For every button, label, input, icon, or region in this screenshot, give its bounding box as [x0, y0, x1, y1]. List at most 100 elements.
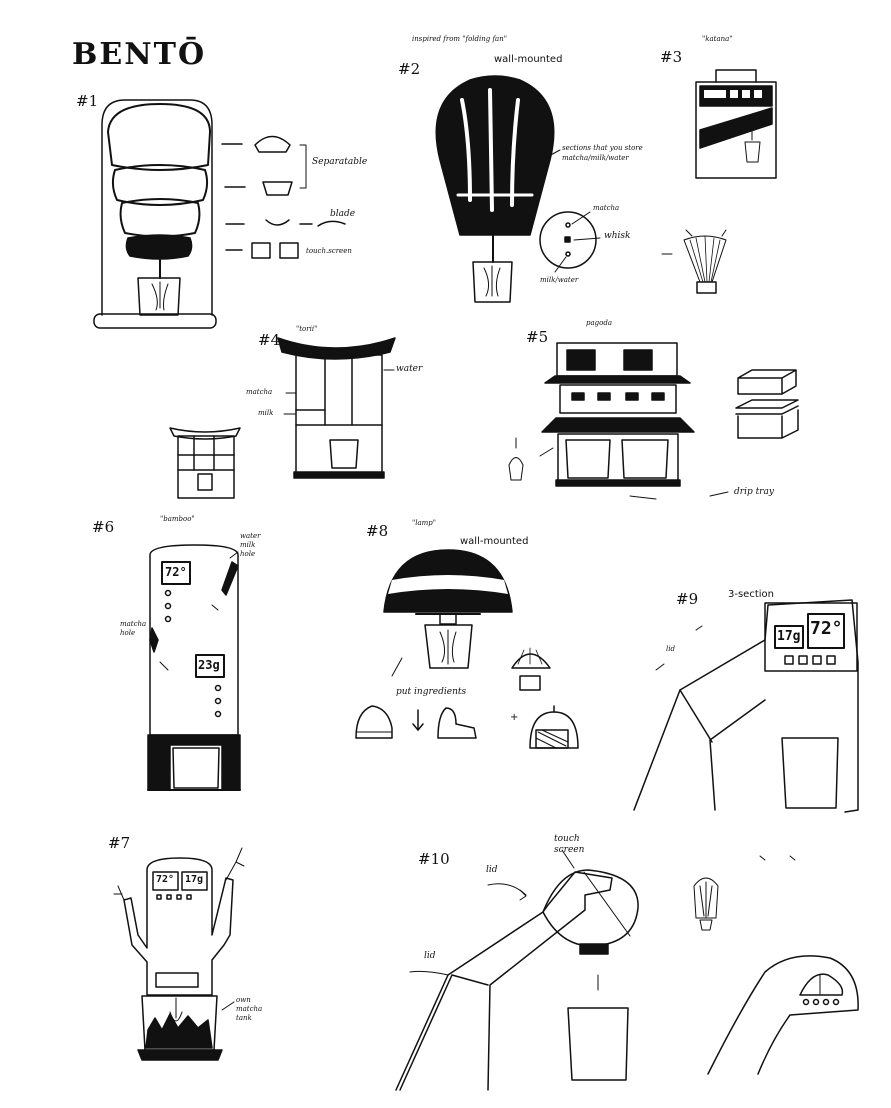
concept-10-spout: [579, 943, 609, 955]
concept-1-blade-icon: [317, 220, 346, 227]
concept-2-sketch: [435, 75, 727, 303]
concept-5-roof-2: [541, 417, 695, 433]
concept-6-inspiration: "bamboo": [160, 515, 195, 523]
concept-2-label-whisk: whisk: [604, 231, 631, 241]
concept-9-cup: [781, 737, 839, 809]
concept-1-number: #1: [76, 92, 99, 110]
concept-1-cup: [137, 277, 181, 316]
concept-6-sketch: [147, 544, 241, 791]
concept-1-label-blade: blade: [330, 209, 356, 219]
concept-9-subtitle: 3-section: [728, 589, 774, 600]
concept-2-whisk-icon: [483, 265, 501, 297]
concept-6-label-matcha-hole: matcha hole: [120, 620, 147, 638]
concept-2-subtitle: wall-mounted: [494, 54, 563, 65]
concept-6-bamboo-body: [149, 544, 239, 736]
concept-1-lower-section: [119, 198, 201, 238]
concept-7-screen-weight: [181, 871, 208, 891]
concept-1-top-section: [107, 103, 211, 171]
concept-9-readout-temp: 72°: [810, 618, 843, 639]
concept-9-sketch: [633, 599, 859, 813]
concept-9-screen-weight: [774, 625, 804, 649]
concept-3-body: [695, 81, 777, 179]
concept-2-label-sections: sections that you store matcha/milk/wate…: [562, 144, 643, 162]
concept-2-fan-body: [435, 75, 555, 236]
concept-7-number: #7: [108, 834, 131, 852]
concept-2-section-diagram: [539, 211, 597, 269]
concept-3-diagonal-blade: [699, 107, 773, 149]
concept-7-screen-temp: [152, 871, 179, 891]
concept-6-matcha-hole: [149, 627, 159, 653]
concept-4-small-sketch: [169, 427, 241, 440]
concept-4-label-milk: milk: [258, 409, 274, 417]
concept-10-label-touch-screen: touch screen: [554, 834, 585, 855]
concept-1-label-separatable: Separatable: [312, 157, 368, 167]
concept-8-number: #8: [366, 522, 389, 540]
concept-1-blade-section: [125, 234, 193, 260]
concept-8-ingredient-pod-1: [355, 705, 393, 739]
concept-8-sketch: [355, 549, 579, 749]
concept-1-blade-part: [265, 219, 290, 226]
concept-7-readout-temp: 72°: [156, 874, 175, 885]
concept-6-base: [147, 734, 241, 791]
concept-10-number: #10: [418, 850, 450, 868]
concept-3-number: #3: [660, 48, 683, 66]
concept-1-label-touchscreen: touch.screen: [306, 247, 352, 255]
concept-8-label-plus: +: [510, 712, 519, 723]
concept-8-whisk-icon: [439, 629, 457, 665]
concept-10-side-profile: [707, 955, 859, 1075]
concept-8-cup: [424, 624, 473, 669]
concept-5-roof-1: [544, 375, 691, 384]
concept-2-inspiration: inspired from "folding fan": [412, 35, 507, 43]
concept-8-ingredient-pod-2: [437, 707, 477, 739]
concept-4-label-matcha: matcha: [246, 388, 273, 396]
concept-6-readout-temp: 72°: [165, 565, 187, 579]
concept-5-inspiration: pagoda: [586, 319, 613, 327]
concept-4-sketch: [169, 337, 396, 499]
concept-6-screen-weight: [195, 654, 225, 678]
page-title: BENTŌ: [72, 37, 207, 72]
concept-6-water-hole: [221, 561, 239, 596]
concept-10-dome-head: [542, 869, 639, 947]
concept-8-dome-lid: [511, 653, 551, 669]
concept-10-label-lid-top: lid: [486, 865, 498, 875]
concept-3-sketch: [695, 69, 777, 179]
concept-6-screen-temp: [161, 561, 191, 585]
concept-4-label-water: water: [396, 364, 423, 374]
concept-5-label-drip-tray: drip tray: [734, 487, 774, 497]
concept-1-base: [93, 313, 217, 329]
concept-4-torii-roof: [277, 337, 396, 360]
concept-5-exploded-trays: [737, 369, 797, 395]
concept-10-sketch: [395, 849, 859, 1091]
concept-4-drip-base: [293, 471, 385, 479]
concept-10-whisk-icon: [693, 877, 719, 931]
concept-9-readout-weight: 17g: [777, 629, 801, 644]
concept-3-inspiration: "katana": [702, 35, 733, 43]
concept-4-frame: [295, 354, 383, 476]
concept-1-touchscreen-b: [279, 242, 299, 259]
concept-1-whisk-icon: [151, 281, 169, 311]
concept-1-touchscreen-a: [251, 242, 271, 259]
concept-4-number: #4: [258, 331, 281, 349]
concept-3-whisk-icon: [744, 141, 761, 163]
concept-8-inspiration: "lamp": [412, 519, 436, 527]
concept-2-label-milk-water: milk/water: [540, 276, 579, 284]
concept-8-subtitle: wall-mounted: [460, 536, 529, 547]
concept-7-label-matcha-tank: own matcha tank: [236, 996, 263, 1023]
concept-10-arch-body: [395, 871, 613, 1091]
concept-5-sketch: [508, 342, 799, 500]
concept-1-housing: [101, 99, 213, 316]
concept-1-middle-section: [111, 164, 209, 206]
concept-2-label-matcha: matcha: [593, 204, 620, 212]
concept-9-screen-panel: [764, 602, 858, 672]
concept-5-base: [557, 433, 679, 483]
concept-10-cup: [567, 1007, 629, 1081]
concept-4-inspiration: "torii": [296, 325, 318, 333]
concept-10-label-lid-left: lid: [424, 951, 436, 961]
concept-2-cup: [472, 261, 513, 303]
concept-1-lid-part: [254, 135, 291, 153]
concept-1-bowl-part: [262, 181, 293, 196]
concept-3-handle: [715, 69, 757, 83]
concept-6-number: #6: [92, 518, 115, 536]
concept-7-sketch: [113, 847, 245, 1061]
